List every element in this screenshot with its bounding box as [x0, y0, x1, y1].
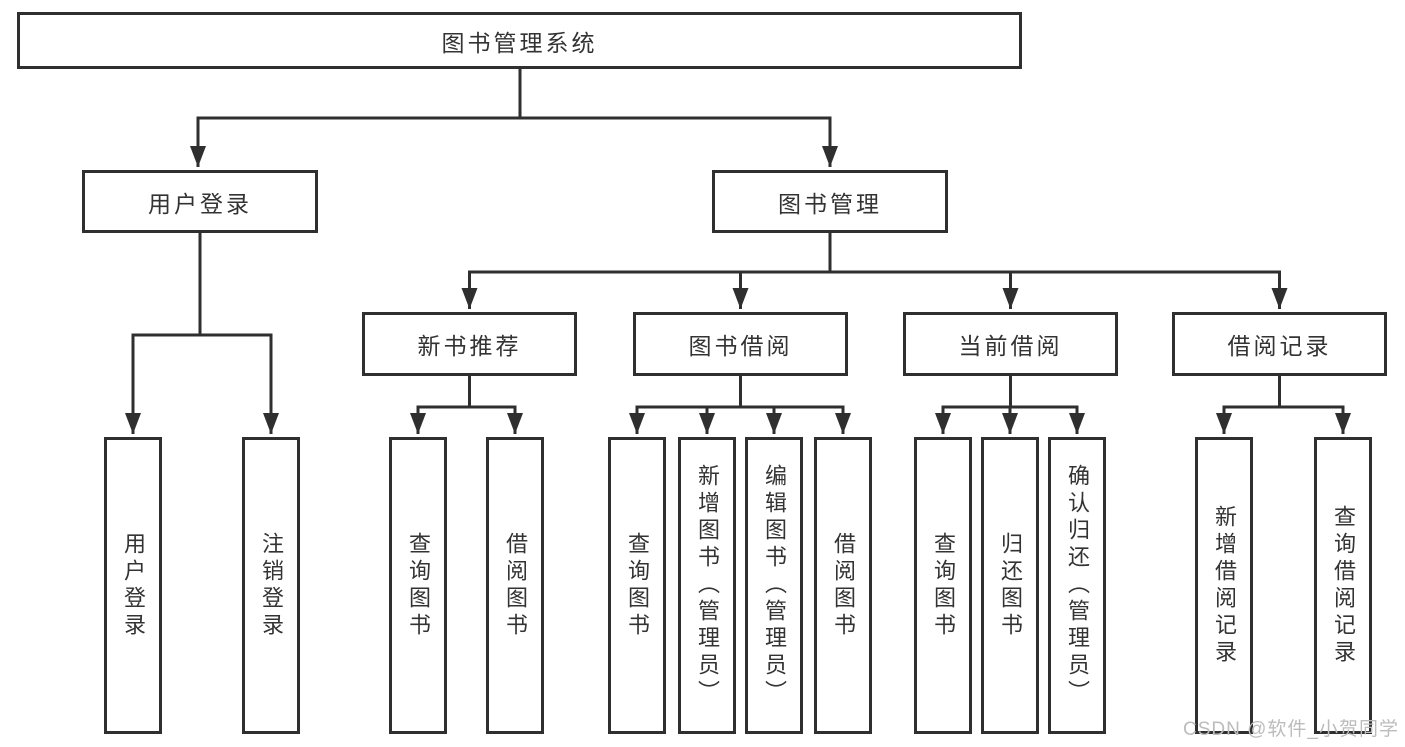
node-borrow-records: 借阅记录 — [1172, 312, 1387, 376]
node-library-management-system: 图书管理系统 — [17, 12, 1022, 69]
node-book-borrow: 图书借阅 — [633, 312, 848, 376]
node-user-login: 用户登录 — [82, 170, 318, 233]
watermark: CSDN @软件_小贺同学 — [1183, 719, 1399, 740]
leaf-borrow-books-2: 借阅图书 — [814, 437, 872, 734]
leaf-query-books-3: 查询图书 — [914, 437, 972, 734]
leaf-user-login: 用户登录 — [104, 437, 162, 734]
leaf-query-borrow-record: 查询借阅记录 — [1314, 437, 1372, 734]
node-new-book-recommend: 新书推荐 — [362, 312, 577, 376]
leaf-add-books-admin: 新增图书（管理员） — [678, 437, 736, 734]
leaf-query-books-2: 查询图书 — [608, 437, 666, 734]
node-book-management: 图书管理 — [712, 170, 948, 233]
node-current-borrow: 当前借阅 — [903, 312, 1118, 376]
leaf-query-books-1: 查询图书 — [389, 437, 447, 734]
leaf-add-borrow-record: 新增借阅记录 — [1195, 437, 1253, 734]
leaf-logout-login: 注销登录 — [242, 437, 300, 734]
leaf-edit-books-admin: 编辑图书（管理员） — [745, 437, 803, 734]
leaf-borrow-books-1: 借阅图书 — [486, 437, 544, 734]
leaf-confirm-return-admin: 确认归还（管理员） — [1048, 437, 1106, 734]
leaf-return-books: 归还图书 — [981, 437, 1039, 734]
